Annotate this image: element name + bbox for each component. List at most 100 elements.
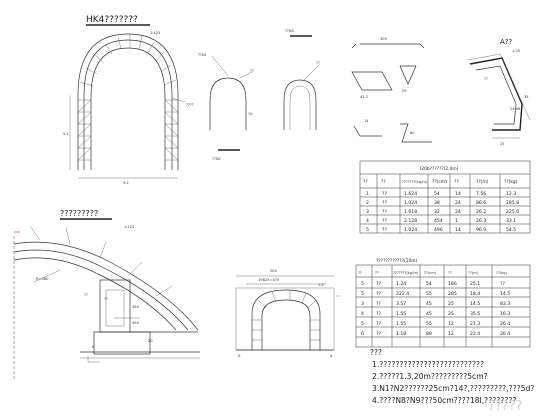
svg-text:350: 350	[132, 305, 140, 309]
support-section: 500 19825=475 A A 1:2	[235, 269, 340, 358]
svg-text:186: 186	[448, 281, 457, 287]
svg-text:??: ??	[500, 281, 505, 287]
svg-text:??: ??	[104, 297, 108, 301]
svg-text:???????(kg/m): ???????(kg/m)	[393, 271, 419, 275]
note-line: 1.??????????????????????????	[372, 360, 484, 369]
svg-text:25: 25	[448, 311, 454, 317]
svg-text:29: 29	[402, 89, 407, 93]
svg-text:??: ??	[376, 301, 381, 307]
svg-text:??: ??	[375, 271, 379, 275]
svg-text:???????(kg/m): ???????(kg/m)	[402, 180, 428, 184]
svg-text:26.4: 26.4	[500, 321, 510, 327]
svg-text:1.624: 1.624	[404, 191, 417, 197]
table2-row: 5 ?? 222.4 55 285 18.4 14.5	[361, 291, 510, 297]
svg-text:1.24: 1.24	[396, 281, 406, 287]
svg-text:2: 2	[366, 200, 369, 206]
svg-text:??: ??	[358, 271, 362, 275]
spacing-dim: 19825=475	[258, 278, 279, 282]
svg-text:38: 38	[434, 200, 440, 206]
svg-text:35: 35	[524, 95, 529, 99]
svg-text:25.1: 25.1	[470, 281, 480, 287]
svg-text:7.56: 7.56	[476, 191, 486, 197]
svg-text:??: ??	[363, 179, 368, 185]
svg-text:26.4: 26.4	[500, 331, 510, 337]
svg-text:14.5: 14.5	[500, 291, 510, 297]
svg-text:54: 54	[426, 281, 432, 287]
note-line: 3.N1?N2??????25cm?14?,?????????,???5d?	[372, 384, 534, 393]
svg-text:??N2: ??N2	[212, 157, 221, 161]
svg-text:??N3: ??N3	[285, 29, 294, 33]
svg-text:26.3: 26.3	[476, 218, 486, 224]
note-line: 4.????N8?N9???50cm????18I,????????	[372, 396, 516, 405]
svg-text:285: 285	[448, 291, 457, 297]
svg-text:86.6: 86.6	[476, 200, 486, 206]
table1-row: 3 ?? 1.618 32 24 26.2 225.0	[366, 209, 519, 215]
svg-text:83.3: 83.3	[500, 301, 510, 307]
svg-text:26.2: 26.2	[476, 209, 486, 215]
svg-text:20: 20	[148, 339, 153, 343]
svg-text:??: ??	[382, 209, 387, 215]
svg-text:??: ??	[84, 293, 88, 297]
svg-text:496: 496	[434, 227, 443, 233]
svg-text:300: 300	[380, 37, 388, 41]
svg-text:96.9: 96.9	[476, 227, 486, 233]
svg-text:??: ??	[382, 227, 387, 233]
svg-text:21.3: 21.3	[470, 321, 480, 327]
svg-text:45: 45	[426, 311, 432, 317]
table1-row: 5 ?? 1.024 496 14 96.9 54.5	[366, 227, 516, 233]
svg-text:??(kg): ??(kg)	[496, 271, 508, 275]
svg-text:35.5: 35.5	[470, 311, 480, 317]
radius-label: R=580	[36, 277, 49, 281]
steel-table-1: I20b??????(2.0m) ?? ?? ???????(kg/m) ??(…	[359, 160, 531, 234]
svg-text:25: 25	[500, 142, 505, 146]
svg-text:??: ??	[484, 77, 488, 81]
small-arch-1: ??N1 ??N2 ?? 10	[198, 53, 254, 161]
arch-width-dim: 9.2	[123, 181, 129, 185]
svg-text:5: 5	[366, 227, 369, 233]
svg-text:24: 24	[455, 209, 461, 215]
table1-row: 2 ?? 1.024 38 24 86.6 285.8	[366, 200, 519, 206]
svg-text:18.4: 18.4	[470, 291, 480, 297]
svg-text:5: 5	[361, 281, 364, 287]
table2-row: 6 ?? 1.18 89 12 22.4 26.4	[361, 331, 510, 337]
lower-section-scale: 1:125	[124, 225, 134, 229]
detail-a-dim: 24.46	[510, 107, 521, 111]
svg-text:12.3: 12.3	[506, 191, 516, 197]
svg-text:??: ??	[376, 311, 381, 317]
svg-text:2.128: 2.128	[404, 218, 417, 224]
svg-text:1: 1	[366, 191, 369, 197]
svg-text:10: 10	[248, 112, 253, 116]
svg-text:54.5: 54.5	[506, 227, 516, 233]
table2-row: 5 ?? 1.24 54 186 25.1 ??	[361, 281, 505, 287]
detail-a-scale: 1:20	[512, 49, 521, 53]
svg-text:22.4: 22.4	[470, 331, 480, 337]
svg-text:??: ??	[376, 281, 381, 287]
svg-text:1.024: 1.024	[404, 200, 417, 206]
svg-text:1.55: 1.55	[396, 321, 406, 327]
svg-text:??: ??	[376, 291, 381, 297]
rebar-sketches: 300 41.2 29 14 80	[351, 37, 432, 143]
svg-text:12: 12	[448, 331, 454, 337]
svg-text:16.3: 16.3	[500, 311, 510, 317]
steel-table-2: ????????????(10m) ?? ?? ???????(kg/m) ??…	[355, 258, 531, 348]
watermark: ?????	[488, 399, 523, 414]
svg-text:55: 55	[426, 321, 432, 327]
svg-text:??: ??	[382, 218, 387, 224]
svg-text:55: 55	[426, 291, 432, 297]
svg-text:222.4: 222.4	[396, 291, 409, 297]
svg-text:1: 1	[455, 218, 458, 224]
svg-text:25: 25	[448, 301, 454, 307]
svg-text:??(kg): ??(kg)	[504, 179, 518, 185]
svg-text:??: ??	[376, 321, 381, 327]
note-line: 2.?????1.3,20m?????????5cm?	[372, 372, 488, 381]
svg-text:3: 3	[366, 209, 369, 215]
svg-text:450: 450	[132, 321, 140, 325]
table1-title: I20b??????(2.0m)	[420, 166, 459, 172]
svg-text:??(m): ??(m)	[476, 179, 489, 185]
table1-row: 4 ?? 2.128 454 1 26.3 33.1	[366, 218, 516, 224]
main-section-scale: 1:125	[150, 31, 160, 35]
svg-text:??(cm): ??(cm)	[424, 271, 437, 275]
svg-text:12: 12	[448, 321, 454, 327]
svg-text:3: 3	[361, 301, 364, 307]
svg-text:33.1: 33.1	[506, 218, 516, 224]
